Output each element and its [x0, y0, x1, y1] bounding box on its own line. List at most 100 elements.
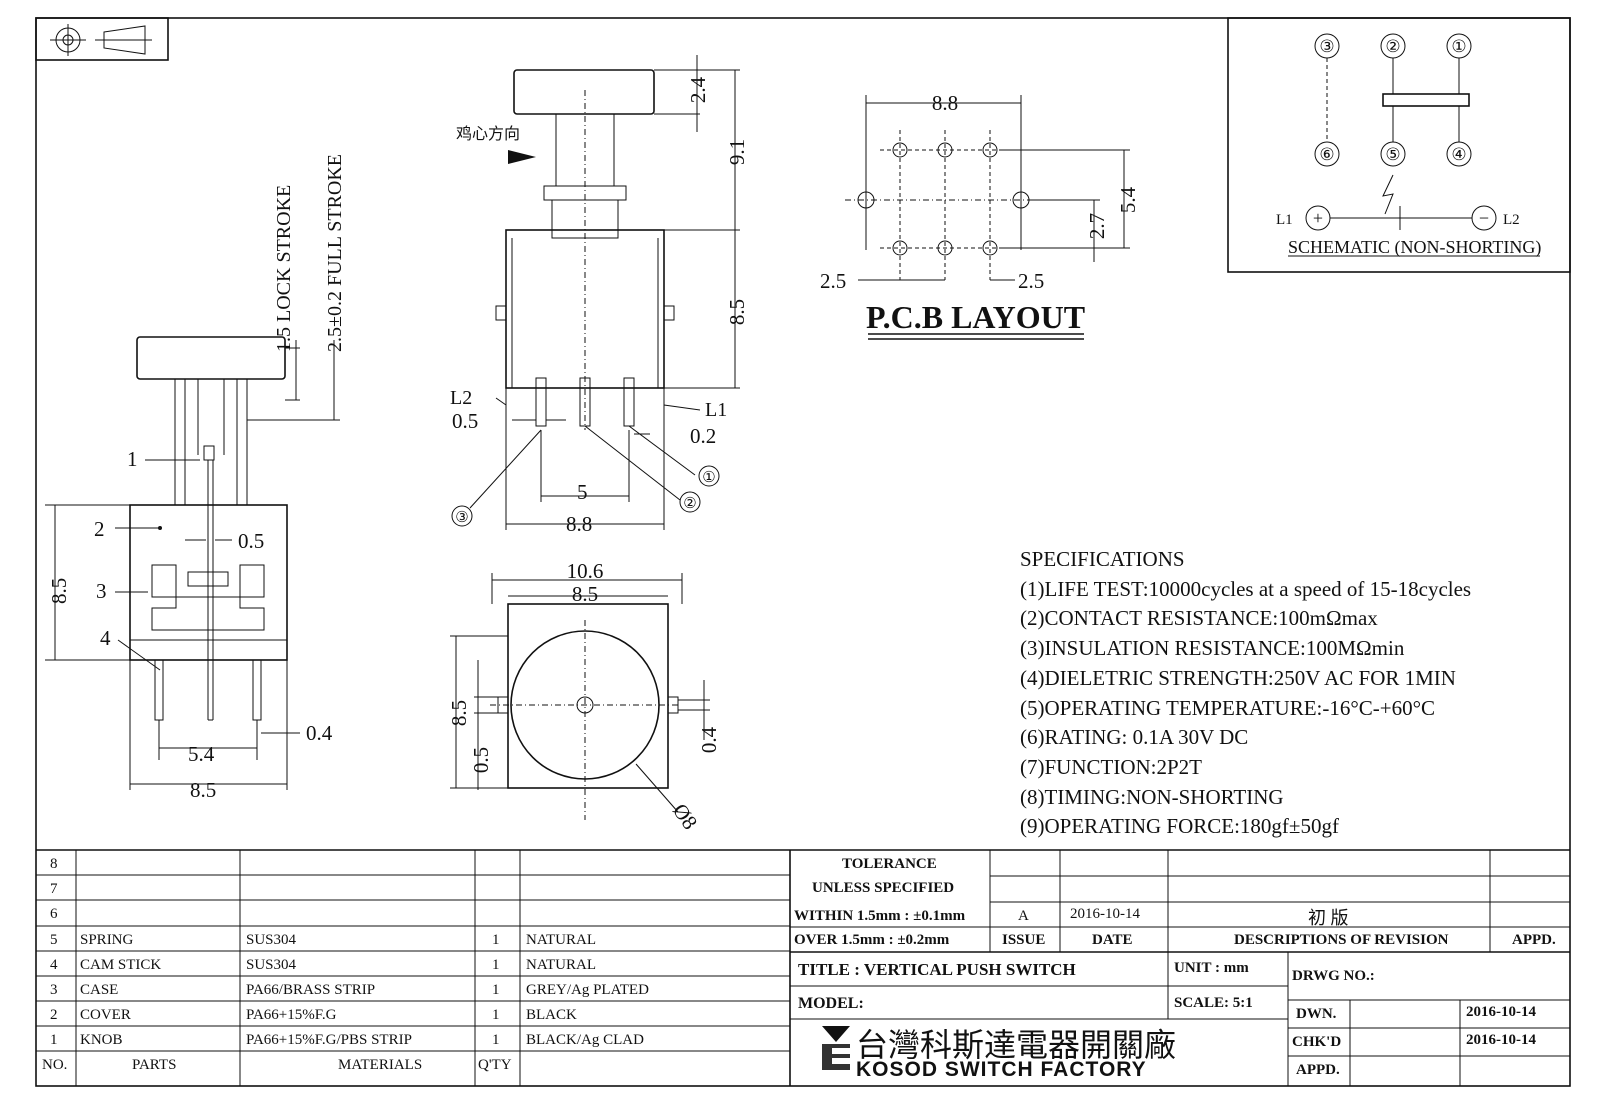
part-finish: NATURAL — [526, 932, 596, 948]
revision-date: 2016-10-14 — [1070, 906, 1140, 922]
chkd-date: 2016-10-14 — [1466, 1032, 1536, 1048]
part-name: CASE — [80, 982, 119, 998]
pcb-left-label: 2.5 — [820, 269, 846, 293]
part-qty: 1 — [492, 957, 500, 973]
specifications-block: SPECIFICATIONS (1)LIFE TEST:10000cycles … — [1020, 545, 1590, 842]
part-qty: 1 — [492, 1032, 500, 1048]
part-qty: 1 — [492, 932, 500, 948]
spec-item: (6)RATING: 0.1A 30V DC — [1020, 725, 1249, 750]
specifications-heading: SPECIFICATIONS — [1020, 547, 1185, 571]
schematic-title: SCHEMATIC (NON-SHORTING) — [1288, 237, 1541, 258]
part-finish: NATURAL — [526, 957, 596, 973]
model-label: MODEL: — [798, 995, 864, 1012]
row-number: 5 — [50, 932, 58, 948]
spec-item: (7)FUNCTION:2P2T — [1020, 754, 1202, 779]
part-material: PA66/BRASS STRIP — [246, 982, 376, 998]
bottom-view — [450, 573, 710, 820]
spec-item: (1)LIFE TEST:10000cycles at a speed of 1… — [1020, 576, 1472, 601]
issue-label: ISSUE — [1002, 932, 1046, 948]
front-direction-label: 鸡心方向 — [456, 125, 520, 143]
appd2-label: APPD. — [1296, 1062, 1340, 1078]
side-height-label: 8.5 — [47, 578, 71, 604]
schematic-pin-6: ⑥ — [1319, 145, 1334, 164]
front-view — [451, 55, 740, 530]
front-cap-label: 2.4 — [686, 76, 710, 103]
front-pin-a-label: 0.5 — [452, 409, 478, 433]
tolerance-line2: UNLESS SPECIFIED — [812, 880, 955, 896]
schematic — [1227, 17, 1571, 273]
spec-item: (9)OPERATING FORCE:180gf±50gf — [1020, 814, 1339, 839]
header-no: NO. — [42, 1057, 68, 1073]
front-body-label: 8.5 — [725, 299, 749, 325]
part-finish: BLACK — [526, 1007, 577, 1023]
pcb-right-label: 2.5 — [1018, 269, 1044, 293]
schematic-pin-3: ③ — [1319, 37, 1334, 56]
part-name: KNOB — [80, 1032, 123, 1048]
header-materials: MATERIALS — [338, 1057, 423, 1073]
spec-item: (4)DIELETRIC STRENGTH:250V AC FOR 1MIN — [1020, 665, 1456, 690]
tolerance-within: WITHIN 1.5mm : ±0.1mm — [794, 908, 966, 924]
scale-label: SCALE: 5:1 — [1174, 995, 1253, 1011]
spec-item: (2)CONTACT RESISTANCE:100mΩmax — [1020, 606, 1378, 631]
bottom-tab-label: 0.4 — [697, 726, 721, 753]
tolerance-line1: TOLERANCE — [842, 856, 937, 872]
side-callout-2: 2 — [94, 517, 105, 541]
side-callout-4: 4 — [100, 626, 111, 650]
drawing-title: TITLE : VERTICAL PUSH SWITCH — [798, 960, 1076, 979]
side-callout-3: 3 — [96, 579, 107, 603]
front-l2-label: L2 — [450, 387, 472, 409]
pcb-width-label: 8.8 — [932, 91, 958, 115]
front-pin-1: ① — [702, 470, 715, 486]
spec-item: (8)TIMING:NON-SHORTING — [1020, 784, 1284, 809]
front-top-label: 9.1 — [725, 139, 749, 165]
part-qty: 1 — [492, 982, 500, 998]
side-width-label: 8.5 — [190, 778, 216, 802]
part-name: COVER — [80, 1007, 131, 1023]
drawing-frame — [35, 17, 1571, 1087]
row-number: 7 — [50, 881, 58, 897]
side-callout-1: 1 — [127, 447, 138, 471]
descriptions-label: DESCRIPTIONS OF REVISION — [1234, 932, 1449, 948]
bottom-outer-label: 10.6 — [567, 559, 604, 583]
part-material: SUS304 — [246, 957, 297, 973]
header-parts: PARTS — [132, 1057, 177, 1073]
schematic-l2: L2 — [1503, 212, 1520, 228]
part-name: SPRING — [80, 932, 134, 948]
side-lock-stroke-label: 1.5 LOCK STROKE — [273, 185, 295, 352]
schematic-minus: − — [1479, 208, 1489, 228]
front-pin-2: ② — [683, 496, 696, 512]
date-label: DATE — [1092, 932, 1133, 948]
schematic-pin-5: ⑤ — [1385, 145, 1400, 164]
unit-label: UNIT : mm — [1174, 960, 1249, 976]
revision-description: 初 版 — [1308, 908, 1349, 928]
appd-label: APPD. — [1512, 932, 1556, 948]
part-name: CAM STICK — [80, 957, 162, 973]
row-number: 3 — [50, 982, 58, 998]
dwn-label: DWN. — [1296, 1006, 1337, 1022]
drwg-no-label: DRWG NO.: — [1292, 968, 1375, 984]
row-number: 8 — [50, 856, 58, 872]
bottom-small-label: 0.5 — [469, 747, 493, 773]
bottom-height-label: 8.5 — [447, 700, 471, 726]
row-number: 6 — [50, 906, 58, 922]
front-pin-b-label: 0.2 — [690, 424, 716, 448]
bottom-diameter-label: Ø8 — [668, 799, 702, 834]
dwn-date: 2016-10-14 — [1466, 1004, 1536, 1020]
schematic-pin-4: ④ — [1451, 145, 1466, 164]
pcb-title: P.C.B LAYOUT — [866, 299, 1085, 335]
part-material: PA66+15%F.G/PBS STRIP — [246, 1032, 412, 1048]
revision-issue: A — [1018, 908, 1029, 924]
pcb-mid-label: 2.7 — [1085, 213, 1109, 239]
row-number: 4 — [50, 957, 58, 973]
projection-symbol-icon — [35, 17, 169, 61]
schematic-l1: L1 — [1276, 212, 1293, 228]
bottom-inner-label: 8.5 — [572, 582, 598, 606]
schematic-pin-2: ② — [1385, 37, 1400, 56]
header-qty: Q'TY — [478, 1057, 512, 1073]
side-pitch-label: 5.4 — [188, 742, 215, 766]
side-view — [45, 336, 340, 790]
side-full-stroke-label: 2.5±0.2 FULL STROKE — [324, 154, 346, 352]
pcb-layout — [845, 95, 1130, 340]
schematic-pin-1: ① — [1451, 37, 1466, 56]
row-number: 2 — [50, 1007, 58, 1023]
